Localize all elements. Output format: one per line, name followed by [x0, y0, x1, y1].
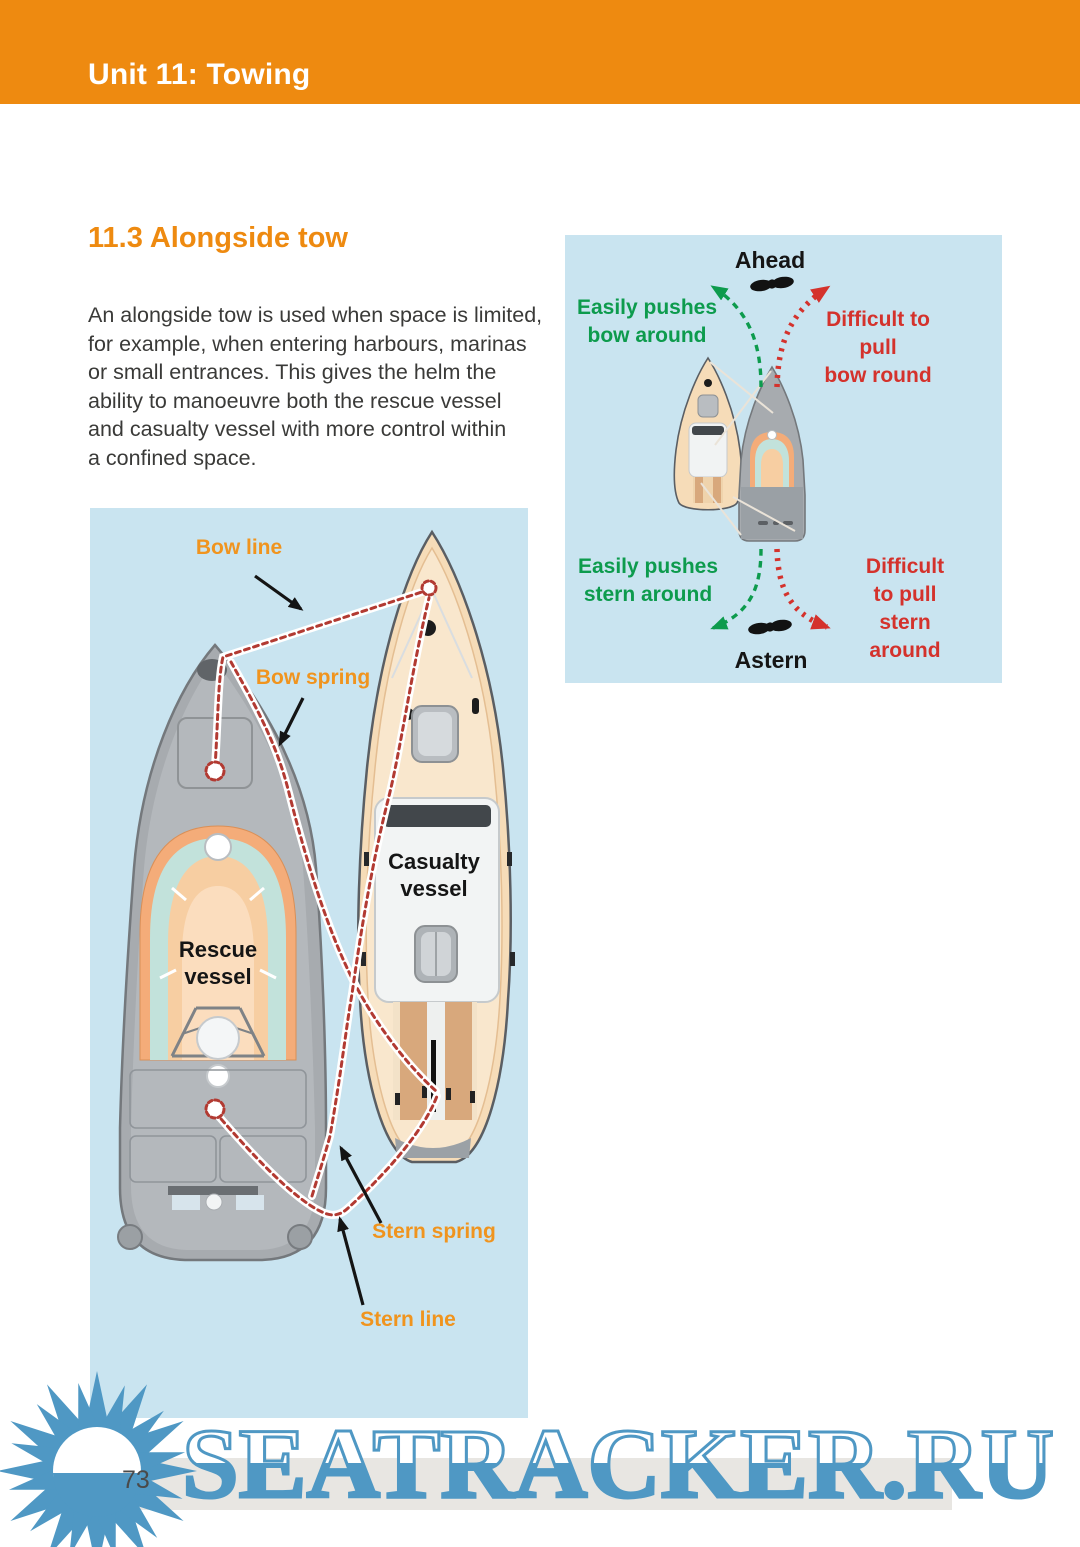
stern-cleat-loop: [204, 1098, 226, 1120]
rescue-vessel-small: [738, 365, 806, 542]
seatracker-watermark: SEATRACKER.RU SEATRACKER.RU: [181, 1407, 1056, 1521]
difficult-to-pull-bow-label: Difficult to pull bow round: [824, 308, 932, 387]
annotation-arrows: [254, 574, 383, 1306]
section-heading: 11.3 Alongside tow: [88, 222, 348, 254]
bow-line-label: Bow line: [195, 536, 283, 559]
alongside-tow-graphic: [117, 529, 515, 1306]
bow-line-rope: [211, 586, 432, 771]
tow-ropes: [204, 579, 441, 1219]
casualty-vessel-illustration: [356, 529, 515, 1164]
seatracker-sun-logo: [0, 1371, 197, 1547]
casualty-vessel-small: [673, 356, 743, 511]
rescue-vessel-illustration: [117, 643, 328, 1262]
casualty-vessel-label: Casualty vessel: [388, 849, 480, 901]
footer-band: [88, 1458, 952, 1510]
easily-pushes-bow-label: Easily pushes bow around: [576, 296, 718, 347]
stern-spring-label: Stern spring: [372, 1220, 496, 1243]
stern-line-label: Stern line: [360, 1308, 456, 1331]
bow-spring-rope: [227, 658, 440, 1095]
pull-stern-arrow: [774, 548, 831, 630]
unit-header-bar: Unit 11: Towing: [0, 0, 1080, 104]
steering-diagram: Ahead Easily pushes bow around Difficult…: [565, 235, 1002, 683]
stern-spring-arrow: [339, 1145, 383, 1224]
astern-label: Astern: [734, 647, 808, 673]
stern-spring-rope: [308, 594, 433, 1200]
sea-half: [53, 1473, 141, 1517]
bow-cleat-loop: [204, 760, 226, 782]
easily-pushes-stern-label: Easily pushes stern around: [577, 555, 719, 606]
push-stern-arrow: [710, 548, 763, 630]
casualty-bow-cleat-loop: [420, 579, 438, 597]
watermark-solid-text: SEATRACKER.RU: [182, 1408, 1054, 1519]
rescue-vessel-label: Rescue vessel: [178, 937, 258, 989]
watermark-outline-text: SEATRACKER.RU: [182, 1408, 1054, 1519]
propeller-icon: [748, 619, 792, 635]
body-paragraph: An alongside tow is used when space is l…: [88, 303, 543, 470]
steering-diagram-graphic: [673, 276, 831, 635]
bow-line-arrow: [254, 574, 304, 611]
unit-title: Unit 11: Towing: [88, 58, 311, 91]
pull-bow-arrow: [774, 285, 831, 388]
page-number: 73: [122, 1466, 150, 1494]
stern-line-arrow: [337, 1216, 365, 1306]
bow-spring-arrow: [278, 697, 305, 747]
alongside-tow-diagram: Bow line Bow spring Casualty vessel Resc…: [90, 508, 528, 1418]
ahead-label: Ahead: [734, 247, 806, 273]
push-bow-arrow: [710, 285, 763, 388]
difficult-to-pull-stern-label: Difficult to pull stern around: [865, 555, 945, 662]
stern-line-rope: [211, 1092, 441, 1219]
bow-spring-label: Bow spring: [255, 666, 371, 689]
propeller-icon: [750, 276, 794, 292]
